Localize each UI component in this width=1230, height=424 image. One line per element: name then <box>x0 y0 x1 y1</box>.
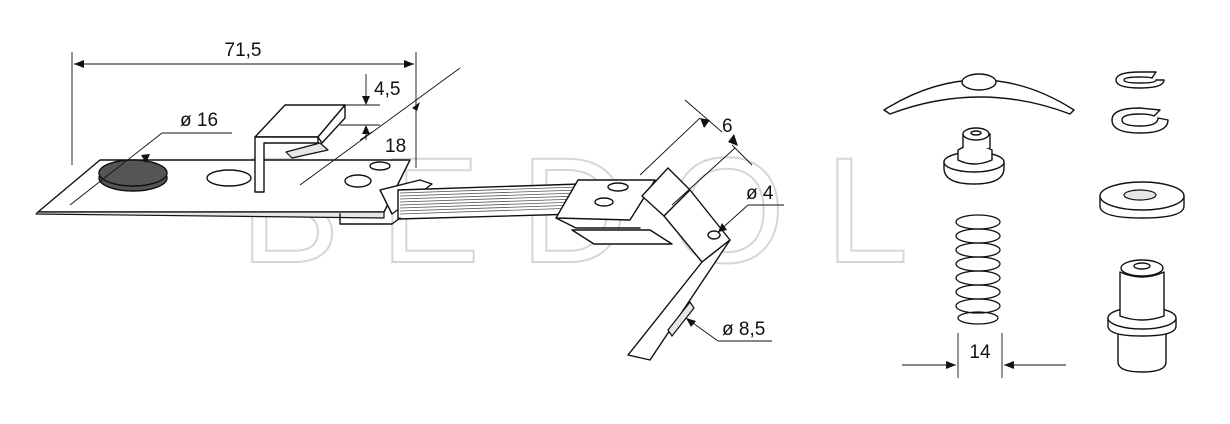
dimension-width: 18 <box>299 67 461 186</box>
dimension-large-hole-label: ø 8,5 <box>722 319 765 340</box>
bracket <box>254 104 346 193</box>
contact-plate <box>35 159 411 219</box>
dimension-large-hole: ø 8,5 <box>685 317 772 342</box>
dimension-spring-diameter-label: 14 <box>969 342 991 363</box>
leaf-spring <box>883 73 1075 115</box>
dimension-thickness-label: 6 <box>722 116 733 137</box>
dimension-height: 4,5 <box>340 74 400 140</box>
brush-holder <box>571 167 731 361</box>
dimension-contact-diameter-label: ø 16 <box>180 110 218 131</box>
dimension-height-label: 4,5 <box>374 79 400 100</box>
terminal-stud <box>943 127 1005 185</box>
dimension-length-label: 71,5 <box>225 40 262 61</box>
contact-disc <box>98 159 168 192</box>
dimension-width-label: 18 <box>385 136 406 157</box>
dimension-small-hole-label: ø 4 <box>746 183 774 204</box>
dimension-small-hole: ø 4 <box>717 183 784 233</box>
braided-shunt <box>379 179 656 221</box>
coil-spring <box>955 214 1001 325</box>
support-strip <box>339 213 641 229</box>
dimension-contact-diameter: ø 16 <box>69 110 232 206</box>
dimension-spring-diameter: 14 <box>902 333 1066 378</box>
circlip-upper <box>1115 71 1165 89</box>
flanged-bushing <box>1107 259 1177 373</box>
dimension-thickness: 6 <box>639 99 753 206</box>
washer <box>1099 181 1185 219</box>
circlip-lower <box>1111 107 1169 134</box>
